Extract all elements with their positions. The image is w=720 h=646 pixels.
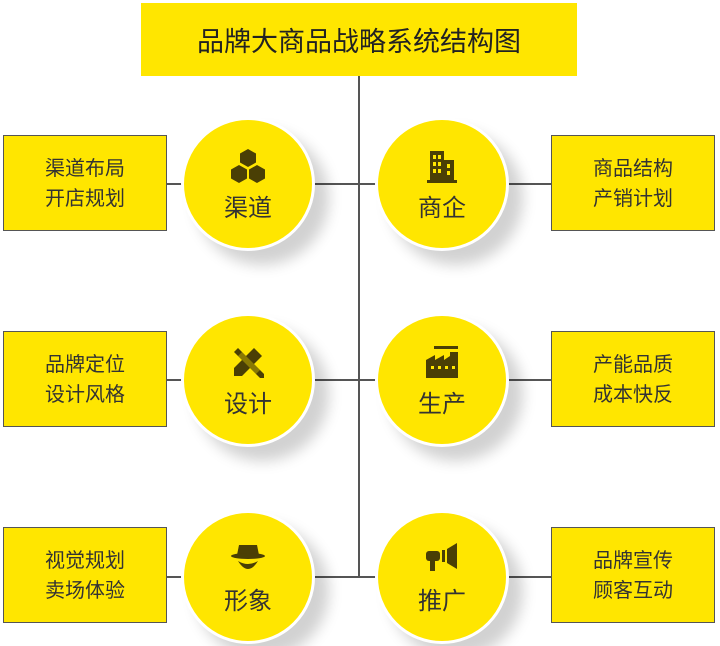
node-label: 推广 bbox=[418, 586, 466, 615]
channel-detail-box: 渠道布局 开店规划 bbox=[3, 135, 167, 231]
detail-line: 设计风格 bbox=[45, 382, 125, 406]
detail-line: 开店规划 bbox=[45, 186, 125, 210]
detail-line: 卖场体验 bbox=[45, 578, 125, 602]
node-label: 商企 bbox=[418, 193, 466, 222]
hat-person-icon bbox=[226, 539, 270, 579]
row-connector-line bbox=[167, 576, 551, 578]
detail-line: 商品结构 bbox=[593, 156, 673, 180]
detail-line: 产销计划 bbox=[593, 186, 673, 210]
node-label: 形象 bbox=[224, 586, 272, 615]
promotion-detail-box: 品牌宣传 顾客互动 bbox=[551, 527, 715, 623]
enterprise-node: 商企 bbox=[375, 117, 509, 251]
detail-line: 品牌宣传 bbox=[593, 548, 673, 572]
detail-line: 顾客互动 bbox=[593, 578, 673, 602]
detail-line: 视觉规划 bbox=[45, 548, 125, 572]
production-node: 生产 bbox=[375, 313, 509, 447]
detail-line: 品牌定位 bbox=[45, 352, 125, 376]
channel-node: 渠道 bbox=[181, 117, 315, 251]
detail-line: 渠道布局 bbox=[45, 156, 125, 180]
row-connector-line bbox=[167, 379, 551, 381]
design-detail-box: 品牌定位 设计风格 bbox=[3, 331, 167, 427]
detail-line: 产能品质 bbox=[593, 352, 673, 376]
diagram-title: 品牌大商品战略系统结构图 bbox=[141, 3, 577, 76]
pencil-ruler-icon bbox=[226, 342, 270, 382]
enterprise-detail-box: 商品结构 产销计划 bbox=[551, 135, 715, 231]
megaphone-icon bbox=[420, 539, 464, 579]
building-icon bbox=[420, 146, 464, 186]
node-label: 生产 bbox=[418, 389, 466, 418]
hexagons-icon bbox=[226, 146, 270, 186]
row-connector-line bbox=[167, 183, 551, 185]
promotion-node: 推广 bbox=[375, 510, 509, 644]
node-label: 设计 bbox=[224, 389, 272, 418]
image-node: 形象 bbox=[181, 510, 315, 644]
detail-line: 成本快反 bbox=[593, 382, 673, 406]
factory-icon bbox=[420, 342, 464, 382]
production-detail-box: 产能品质 成本快反 bbox=[551, 331, 715, 427]
node-label: 渠道 bbox=[224, 193, 272, 222]
design-node: 设计 bbox=[181, 313, 315, 447]
center-connector-line bbox=[358, 76, 360, 578]
image-detail-box: 视觉规划 卖场体验 bbox=[3, 527, 167, 623]
